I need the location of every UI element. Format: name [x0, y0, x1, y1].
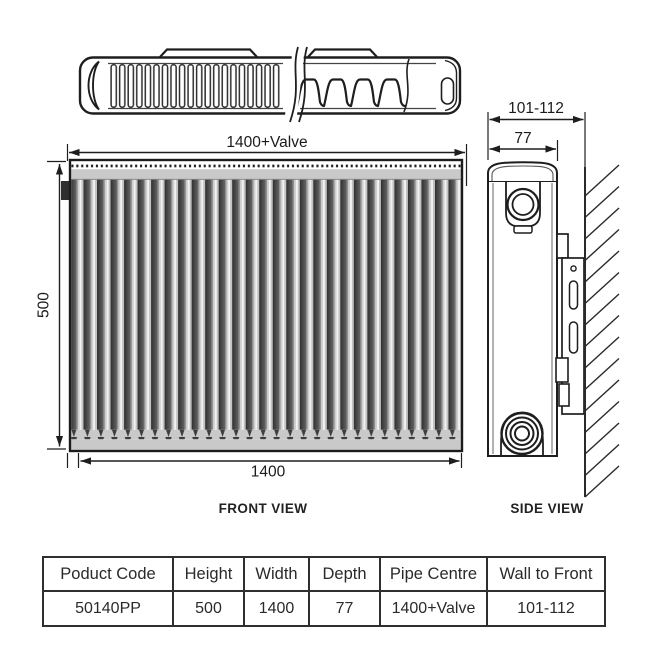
front-view-bottom-band — [71, 439, 461, 450]
side-view-top-grille-dome — [487, 161, 558, 181]
front-view-fins — [71, 179, 461, 430]
col-header-depth: Depth — [308, 556, 381, 592]
dim-label-height: 500 — [36, 292, 53, 318]
side-view-body — [487, 180, 558, 457]
front-view-top-band — [71, 169, 461, 180]
col-header-product-code: Poduct Code — [42, 556, 174, 592]
front-view — [61, 158, 464, 453]
top-view-inner-break-line — [403, 58, 410, 113]
front-view-fin-ends — [71, 429, 461, 440]
spec-table-data-row: 50140PP 500 1400 77 1400+Valve 101-112 — [42, 590, 606, 627]
wall-bracket-hole — [570, 265, 577, 272]
cell-product-code: 50140PP — [42, 590, 174, 627]
col-header-width: Width — [243, 556, 310, 592]
wall-bracket-top-tab — [556, 233, 569, 259]
dim-label-width: 1400 — [251, 464, 286, 481]
front-view-caption: FRONT VIEW — [219, 501, 308, 516]
dim-depth: 77 — [489, 130, 559, 161]
spec-table: Poduct Code Height Width Depth Pipe Cent… — [42, 556, 606, 627]
top-view-fins — [110, 64, 281, 108]
cell-pipe-centre: 1400+Valve — [379, 590, 488, 627]
side-view-caption: SIDE VIEW — [510, 501, 583, 516]
dim-width: 1400 — [66, 453, 463, 481]
wall-bracket-slot-1 — [568, 280, 579, 310]
col-header-height: Height — [172, 556, 245, 592]
dim-label-depth: 77 — [514, 130, 531, 147]
cell-wall-to-front: 101-112 — [486, 590, 606, 627]
top-view-end-plug — [440, 77, 455, 105]
side-view — [487, 161, 585, 457]
side-view-bottom-pipe-connection — [500, 411, 544, 456]
dim-wall-to-front: 101-112 — [487, 100, 586, 167]
dim-height: 500 — [36, 160, 66, 450]
wall-hatching — [584, 164, 620, 498]
technical-drawing: 1400+Valve 500 1400 FRONT VIEW — [36, 46, 620, 516]
front-view-outline — [68, 158, 464, 453]
dim-label-width-with-valve: 1400+Valve — [226, 134, 307, 151]
top-view-break-line-1 — [289, 46, 299, 123]
cell-depth: 77 — [308, 590, 381, 627]
top-view-bracket-tab-left — [159, 48, 258, 58]
top-view-convector-wave — [295, 78, 407, 108]
dim-label-wall-to-front: 101-112 — [508, 100, 564, 117]
spec-table-header-row: Poduct Code Height Width Depth Pipe Cent… — [42, 556, 606, 592]
top-view-break-line-2 — [298, 46, 308, 123]
col-header-pipe-centre: Pipe Centre — [379, 556, 488, 592]
front-view-top-grille — [71, 162, 461, 170]
top-view-bracket-tab-right — [307, 48, 378, 58]
wall-bracket-slot-2 — [568, 321, 579, 354]
cell-width: 1400 — [243, 590, 310, 627]
front-view-valve-tab — [61, 181, 71, 200]
side-view-top-pipe-connection — [506, 187, 540, 222]
col-header-wall-to-front: Wall to Front — [486, 556, 606, 592]
top-view — [78, 46, 462, 124]
top-view-end-cap-curve — [87, 60, 100, 111]
dim-width-with-valve: 1400+Valve — [66, 134, 468, 186]
top-view-break-gap — [284, 46, 305, 124]
cell-height: 500 — [172, 590, 245, 627]
